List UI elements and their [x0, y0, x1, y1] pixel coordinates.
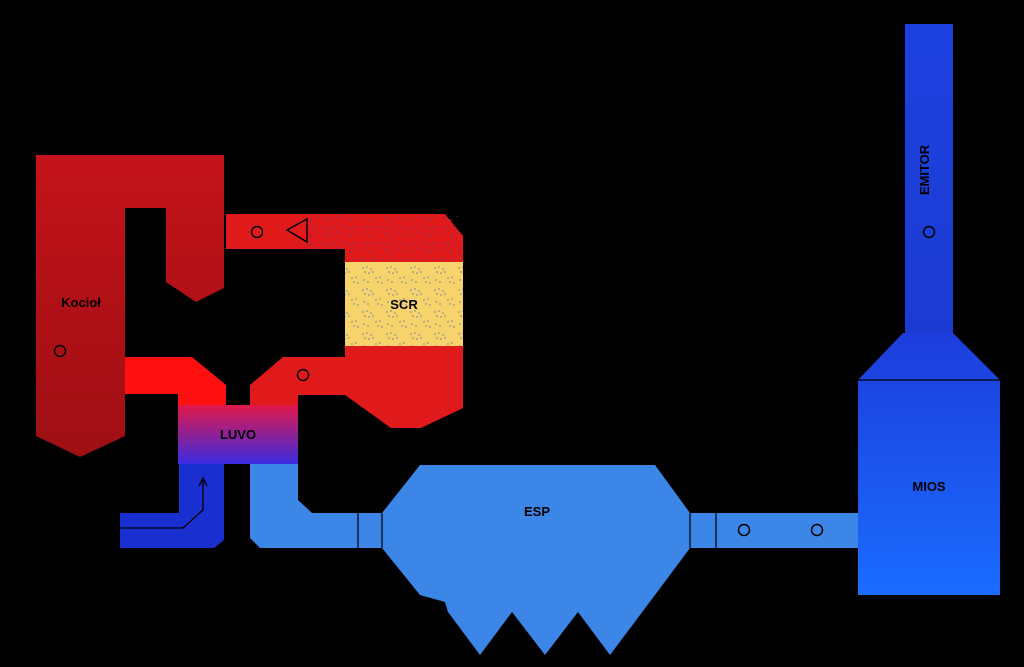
scr-label: SCR	[390, 297, 418, 312]
scr-to-luvo-duct	[250, 357, 345, 405]
scr-catalyst-texture	[345, 262, 463, 346]
stack	[905, 24, 953, 333]
stack-label: EMITOR	[917, 144, 932, 195]
boiler	[36, 155, 224, 457]
boiler-label: Kocioł	[61, 295, 101, 310]
measurement-point-icon	[922, 225, 936, 239]
measurement-point-icon	[53, 344, 67, 358]
measurement-point-icon	[296, 368, 310, 382]
esp-label: ESP	[524, 504, 550, 519]
measurement-point-icon	[737, 523, 751, 537]
hot-air-duct	[125, 357, 226, 405]
esp-body	[356, 465, 716, 655]
measurement-point-icon	[810, 523, 824, 537]
scr-reactor-bottom	[345, 346, 463, 428]
flue-gas-duct-to-esp	[250, 464, 358, 548]
esp-to-fgd-duct	[716, 513, 858, 548]
fgd-absorber	[858, 333, 1000, 595]
air-flow-arrow-icon	[120, 476, 208, 529]
scr-top-dots	[347, 216, 461, 260]
injection-spray	[307, 214, 348, 249]
fgd-label: MIOS	[912, 479, 946, 494]
luvo-label: LUVO	[220, 427, 256, 442]
measurement-point-icon	[250, 225, 264, 239]
luvo-heat-exchanger	[178, 405, 298, 464]
air-inlet-duct	[120, 464, 224, 548]
